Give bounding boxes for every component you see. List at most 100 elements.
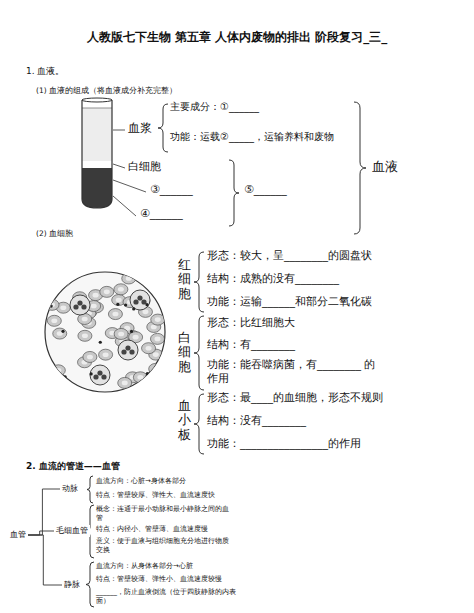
nucleus — [73, 304, 78, 309]
red-cell-center — [103, 352, 109, 357]
node-text: 动脉 — [62, 484, 78, 493]
red-cell-center — [51, 319, 57, 324]
red-cell — [108, 309, 122, 320]
label-text: 结构：有________ — [207, 338, 295, 352]
label-text: 结构：没有________ — [207, 414, 306, 428]
red-cell-center — [82, 317, 88, 322]
connector — [28, 531, 54, 535]
cell-name: 白细胞 — [178, 331, 191, 374]
white-cell — [90, 365, 110, 385]
red-cell-layer — [82, 168, 112, 210]
label-text: 功能：运输______和部分二氧化碳 — [207, 295, 372, 309]
red-cell-center — [151, 276, 157, 281]
label-text: ⑤______ — [244, 183, 287, 197]
red-cell-center — [122, 381, 128, 386]
red-cell — [147, 376, 161, 387]
white-cell — [130, 290, 150, 310]
leader-line — [113, 164, 125, 168]
nucleus — [101, 374, 106, 379]
nucleus — [129, 349, 134, 354]
red-cell-center — [153, 352, 159, 357]
connector — [28, 535, 62, 585]
label-text: ④______ — [140, 207, 183, 221]
platelet — [145, 303, 148, 306]
leader-line — [113, 130, 125, 131]
red-cell — [83, 351, 97, 362]
node-text: 毛细血管 — [56, 526, 88, 535]
nucleus — [125, 345, 130, 350]
label-text: 血流方向：心脏→身体各部分 — [96, 477, 186, 486]
label-text: 血液 — [372, 159, 398, 175]
red-cell-center — [151, 325, 157, 330]
brace — [194, 316, 204, 390]
red-cell-center — [60, 305, 66, 310]
red-cell — [133, 372, 147, 383]
vessel-node: 血管 — [8, 529, 28, 541]
nucleus — [137, 295, 142, 300]
red-cell-center — [112, 312, 118, 317]
red-cell-center — [155, 317, 161, 322]
label-text: 特点：管壁较薄、弹性小、血流速度较慢 — [96, 575, 222, 584]
smear-circle — [45, 272, 165, 392]
label-text: 血浆 — [128, 121, 152, 136]
red-cell-center — [142, 310, 148, 315]
platelet — [116, 303, 119, 306]
cells — [38, 273, 172, 388]
label-text: 血流方向：从身体各部分→心脏 — [96, 562, 193, 571]
blood-smear — [38, 272, 172, 392]
red-cell — [118, 377, 132, 388]
platelet — [64, 375, 67, 378]
label-text: 形态：较大，呈________的圆盘状 — [207, 249, 372, 263]
red-cell — [99, 349, 113, 360]
red-cell-center — [118, 287, 124, 292]
red-cell — [114, 328, 128, 339]
white-cell — [118, 340, 138, 360]
red-cell — [114, 284, 128, 295]
red-cell-center — [104, 290, 110, 295]
platelet — [57, 279, 60, 282]
nucleus — [81, 304, 86, 309]
red-cell-center — [133, 335, 139, 340]
label-text: 形态：最____的血细胞，形态不规则 — [207, 391, 383, 405]
brace — [354, 102, 366, 234]
red-cell-center — [153, 367, 159, 372]
label-text: 形态：比红细胞大 — [207, 316, 295, 330]
brace — [86, 562, 94, 607]
label-text: 功能：能吞噬病菌，有________ 的作用 — [207, 358, 377, 386]
red-cell-center — [87, 355, 93, 360]
red-cell-center — [55, 368, 61, 373]
label-text: 结构：成熟的没有________ — [207, 272, 339, 286]
red-cell-center — [137, 375, 143, 380]
leader-line — [113, 196, 136, 216]
nucleus — [93, 374, 98, 379]
label-text: 1. 血液。 — [26, 66, 64, 77]
label-text: 特点：管壁较厚、弹性大、血流速度快 — [96, 491, 215, 500]
red-cell-center — [60, 279, 66, 284]
vessel-node: 静脉 — [62, 579, 82, 591]
platelet — [132, 307, 135, 310]
label-text: ______，防止血液倒流（位于四肢静脉的内表面） — [96, 588, 236, 606]
label-text: 2. 血流的管道——血管 — [26, 461, 120, 472]
node-text: 静脉 — [64, 580, 80, 589]
red-cell — [38, 377, 52, 388]
brace — [87, 476, 93, 503]
node-text: 血管 — [10, 530, 26, 539]
cell-name: 红细胞 — [178, 258, 191, 301]
platelet — [146, 374, 149, 377]
brace — [229, 160, 239, 226]
red-cell-center — [91, 304, 97, 309]
red-cell-center — [126, 276, 132, 281]
red-cell — [53, 328, 67, 339]
nucleus — [121, 349, 126, 354]
brace — [158, 104, 168, 152]
red-cell — [151, 314, 165, 325]
white-cell — [70, 295, 90, 315]
red-cell — [147, 273, 161, 284]
label-text: 功能：________________的作用 — [207, 437, 361, 451]
label-text: 意义：便于血液与组织细胞充分地进行物质交换 — [96, 537, 231, 555]
red-cell-center — [154, 337, 160, 342]
nucleus — [97, 370, 102, 375]
tube-rim — [82, 98, 112, 102]
